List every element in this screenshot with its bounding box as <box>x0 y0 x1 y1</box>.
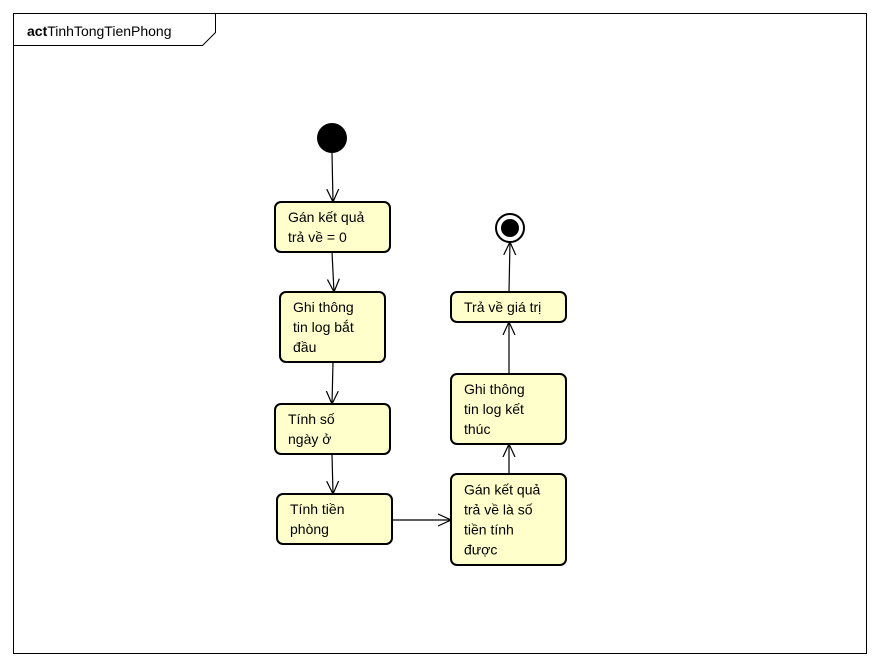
action-box <box>450 373 567 445</box>
control-flow-a3-to-a4 <box>332 453 333 494</box>
action-label-line: được <box>464 542 497 558</box>
action-box <box>450 473 567 566</box>
frame-label: actTinhTongTienPhong <box>27 23 172 39</box>
action-label-line: Trả về giá trị <box>464 299 541 315</box>
initial-node <box>317 123 347 153</box>
action-node-a3: Tính số ngày ở <box>274 403 391 455</box>
action-box <box>274 201 391 253</box>
action-label-line: thúc <box>464 421 490 437</box>
action-label-line: tin log bắt <box>293 319 354 335</box>
control-flow-a1-to-a2 <box>332 251 334 292</box>
action-box <box>279 291 386 363</box>
action-node-a6: Ghi thông tin log kết thúc <box>450 373 567 445</box>
nodes-layer: Gán kết quả trả về = 0 Ghi thông tin log bắ… <box>274 123 567 566</box>
edges-layer <box>332 152 510 520</box>
action-label-line: Gán kết quả <box>464 482 540 498</box>
action-label-line: tin log kết <box>464 401 524 417</box>
action-node-a5: Gán kết quả trả về là số tiền tính được <box>450 473 567 566</box>
action-label-line: Tính số <box>288 411 335 427</box>
action-label-line: Gán kết quả <box>288 209 364 225</box>
control-flow-a2-to-a3 <box>332 361 333 404</box>
frame-title: TinhTongTienPhong <box>47 23 171 39</box>
action-box <box>450 291 567 323</box>
final-node-dot <box>501 219 519 237</box>
action-label-line: ngày ở <box>288 431 331 447</box>
action-node-a7: Trả về giá trị <box>450 291 567 323</box>
action-label-line: Ghi thông <box>464 381 525 397</box>
action-node-a4: Tính tiền phòng <box>276 493 393 545</box>
action-box <box>274 403 391 455</box>
action-label-line: đầu <box>293 339 316 355</box>
frame-name-tab <box>13 13 216 46</box>
final-node <box>495 213 525 243</box>
action-label-line: tiền tính <box>464 522 514 538</box>
action-label-line: Tính tiền <box>290 501 344 517</box>
action-node-a1: Gán kết quả trả về = 0 <box>274 201 391 253</box>
action-label-line: trả về = 0 <box>288 229 347 245</box>
action-box <box>276 493 393 545</box>
action-label-line: trả về là số <box>464 502 533 518</box>
action-node-a2: Ghi thông tin log bắt đầu <box>279 291 386 363</box>
action-label-line: Ghi thông <box>293 299 354 315</box>
control-flow-initial-to-a1 <box>332 152 333 202</box>
action-label-line: phòng <box>290 521 329 537</box>
diagram-frame <box>13 13 867 654</box>
control-flow-a7-to-final <box>509 242 510 293</box>
frame-keyword: act <box>27 23 48 39</box>
